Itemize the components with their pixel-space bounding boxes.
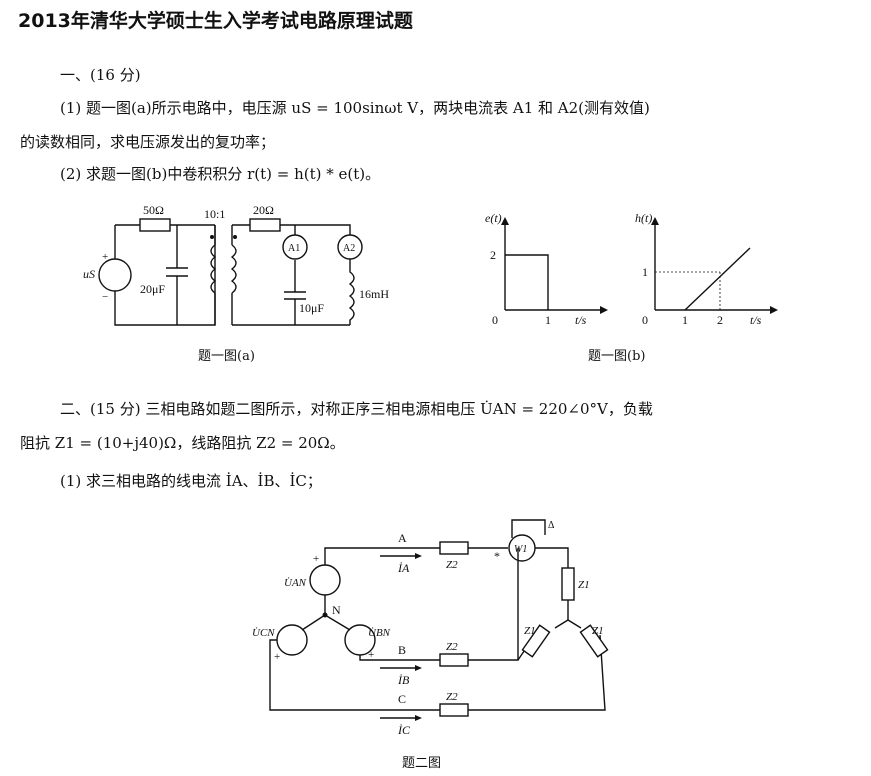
label-z1-c: Z1 [592,625,604,637]
caption-fig1a: 题一图(a) [198,349,255,364]
label-16mh: 16mH [359,287,389,301]
q2-line2: 阻抗 Z1 = (10+j40)Ω，线路阻抗 Z2 = 20Ω。 [20,434,345,452]
load-z1-c [579,624,609,658]
label-us: uS [83,267,95,281]
e-t1: 1 [545,313,551,327]
label-plus: + [102,251,108,263]
line-impedance-b [439,653,469,667]
ammeter-a1 [282,234,308,260]
label-minus: − [102,291,108,303]
h-t2: 2 [717,313,723,327]
source-an [309,564,341,596]
label-c: C [398,692,406,706]
label-z2-c: Z2 [446,691,458,703]
resistor-20ohm [249,218,281,232]
label-50ohm: 50Ω [143,203,164,217]
label-z2-a: Z2 [446,559,458,571]
label-a: A [398,531,407,545]
label-z1-b: Z1 [524,625,536,637]
label-star: * [494,549,500,563]
label-plus-c: + [274,651,280,663]
e-level: 2 [490,248,496,262]
label-uan: U̇AN [284,577,307,589]
page-title: 2013年清华大学硕士生入学考试电路原理试题 [18,10,413,32]
label-20uf: 20μF [140,282,165,296]
label-a1: A1 [288,243,300,254]
figure-1a-circuit: 50Ω 10:1 20Ω uS + − 20μF 10μF 16mH A1 A2 [83,203,389,326]
label-w1: W1 [514,544,527,555]
voltage-source [98,258,132,292]
line-impedance-a [439,541,469,555]
q1-part2: (2) 求题一图(b)中卷积积分 r(t) = h(t) * e(t)。 [60,165,381,183]
h-t1: 1 [682,313,688,327]
label-plus-b: + [368,649,374,661]
label-z1-a: Z1 [578,579,590,591]
label-a2: A2 [343,243,355,254]
e-t-unit: t/s [575,313,587,327]
label-10uf: 10μF [299,301,324,315]
label-ucn: U̇CN [252,627,275,639]
e-axis-label: e(t) [485,211,502,225]
figure-1b-graphs: 2 e(t) 0 1 t/s 1 h(t) 0 1 2 t/s [485,211,778,327]
line-impedance-c [439,703,469,717]
h-axis-label: h(t) [635,211,652,225]
load-z1-a [561,567,575,601]
label-ib: İB [397,673,410,687]
label-delta: Δ [548,520,555,531]
q1-heading: 一、(16 分) [60,66,141,84]
h-zero: 0 [642,313,648,327]
figure-2-three-phase-circuit: A B C İA İB İC Z2 Z2 Z2 Z1 Z1 Z1 W1 * Δ … [252,519,609,737]
label-20ohm: 20Ω [253,203,274,217]
q2-part1: (1) 求三相电路的线电流 İA、İB、İC； [60,472,322,490]
q1-part1-line2: 的读数相同，求电压源发出的复功率； [20,133,276,151]
label-ubn: U̇BN [368,627,391,639]
resistor-50ohm [139,218,171,232]
label-z2-b: Z2 [446,641,458,653]
caption-fig2: 题二图 [402,756,442,771]
label-b: B [398,643,406,657]
label-ia: İA [397,561,410,575]
label-ic: İC [397,723,411,737]
q2-line1: 二、(15 分) 三相电路如题二图所示，对称正序三相电源相电压 U̇AN = 2… [60,400,653,418]
e-zero: 0 [492,313,498,327]
label-n: N [332,603,341,617]
h-level: 1 [642,265,648,279]
label-plus-a: + [313,553,319,565]
caption-fig1b: 题一图(b) [588,349,646,364]
h-t-unit: t/s [750,313,762,327]
label-ratio: 10:1 [204,207,225,221]
load-z1-b [521,624,551,658]
q1-part1-line1: (1) 题一图(a)所示电路中，电压源 uS = 100sinωt V，两块电流… [60,99,650,117]
